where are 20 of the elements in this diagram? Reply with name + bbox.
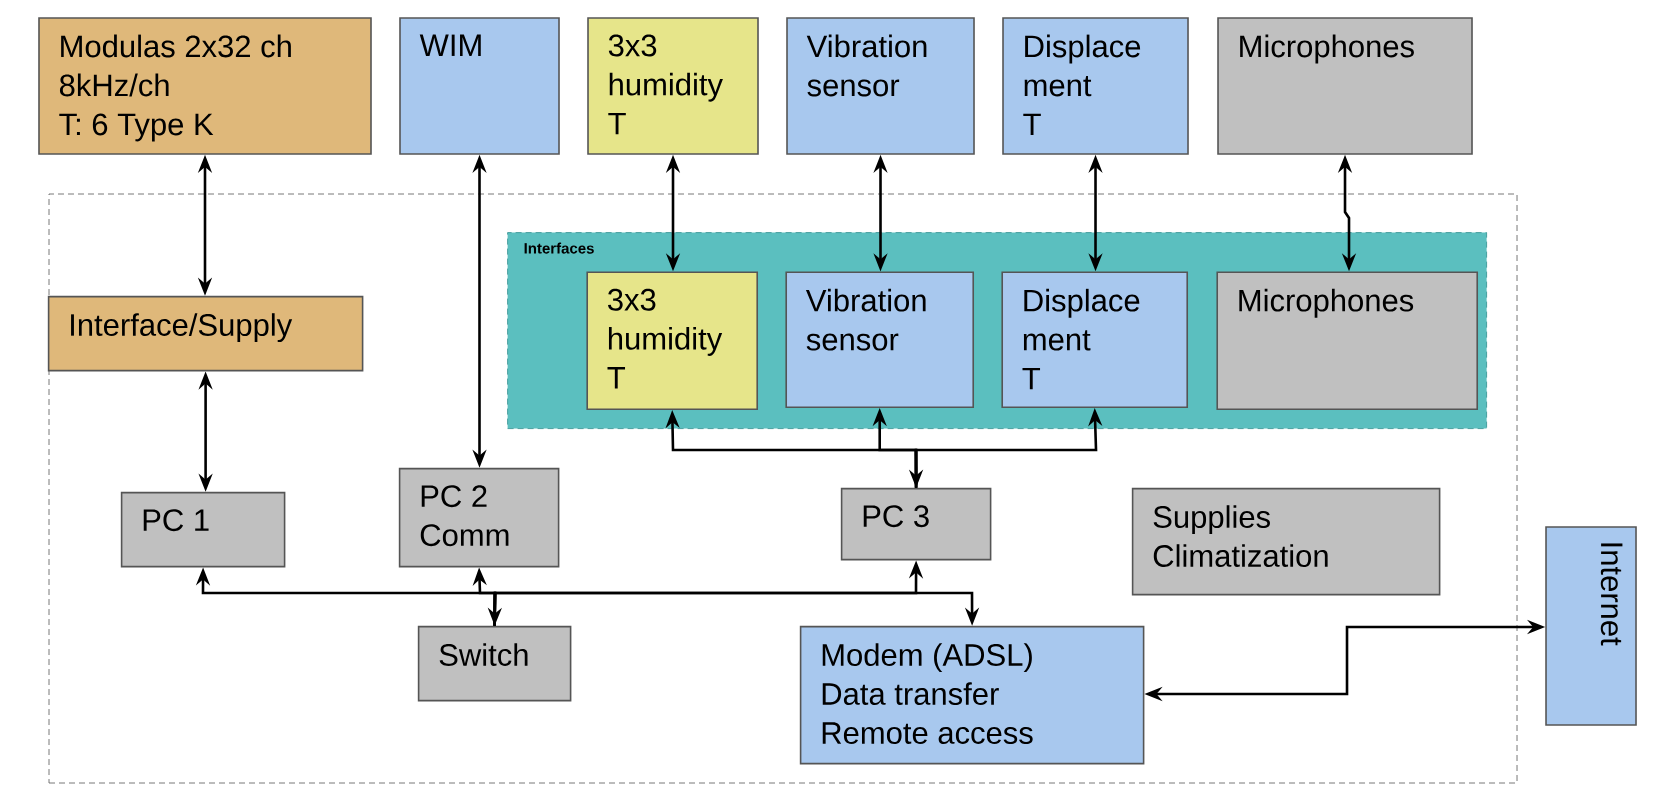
sensor-box: WIM bbox=[399, 17, 560, 155]
acquisition-box: Modulas 2x32 ch 8kHz/ch T: 6 Type K bbox=[38, 17, 372, 155]
interface-box: Microphones bbox=[1216, 271, 1478, 410]
sensor-box: Displace ment T bbox=[1002, 17, 1189, 155]
pc-box: PC 2 Comm bbox=[398, 467, 560, 568]
pc-box: PC 1 bbox=[120, 491, 286, 568]
switch-box: Switch bbox=[417, 625, 572, 702]
interface-box: Displace ment T bbox=[1001, 271, 1188, 408]
sensor-box: 3x3 humidity T bbox=[587, 17, 759, 155]
sensor-box: Microphones bbox=[1217, 17, 1473, 155]
supply-box: Interface/Supply bbox=[47, 295, 364, 372]
interface-box: 3x3 humidity T bbox=[586, 271, 758, 410]
connector-arrow bbox=[493, 591, 980, 626]
supplies-box: Supplies Climatization bbox=[1131, 487, 1441, 596]
internet-box: Internet bbox=[1545, 526, 1637, 726]
pc-box: PC 3 bbox=[840, 487, 992, 561]
sensor-box: Vibration sensor bbox=[786, 17, 975, 155]
modem-box: Modem (ADSL) Data transfer Remote access bbox=[799, 625, 1145, 765]
interface-box: Vibration sensor bbox=[785, 271, 974, 408]
dashed-frame bbox=[48, 193, 1518, 784]
